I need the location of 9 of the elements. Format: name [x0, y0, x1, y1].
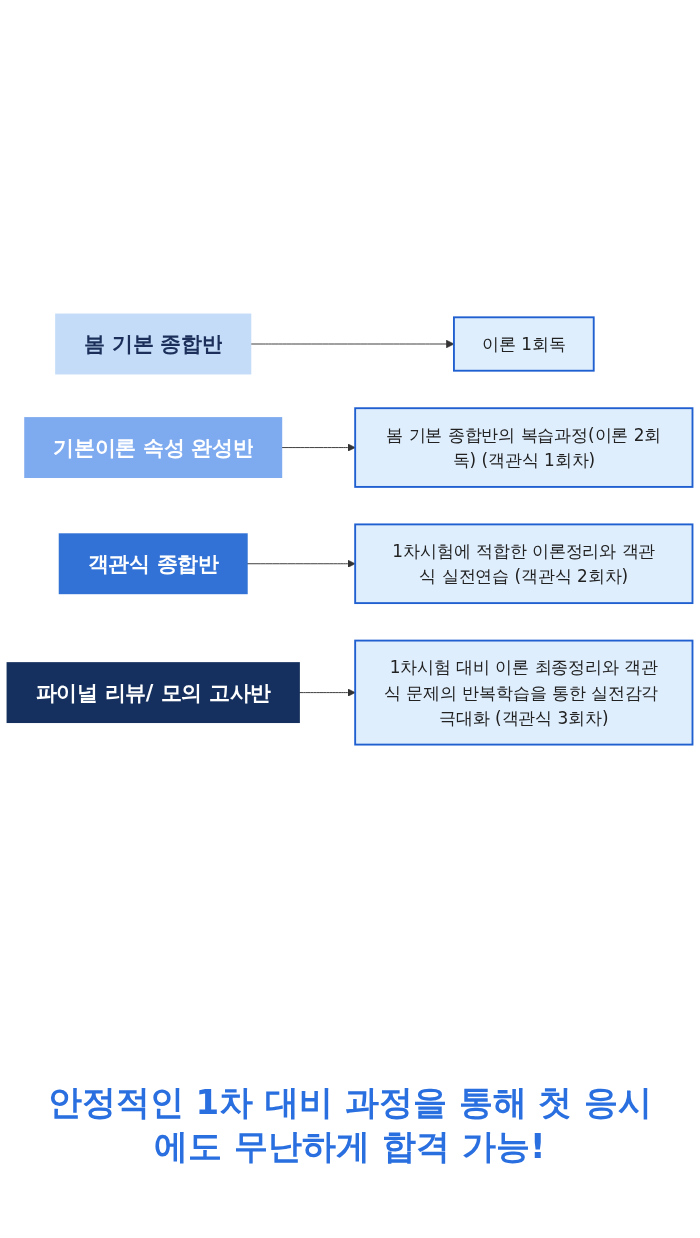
node-box: 기본이론 속성 완성반 [24, 417, 283, 479]
node-box: 1차시험 대비 이론 최종정리와 객관식 문제의 반복학습을 통한 실전감각 극대화 (객관식 3회차) [354, 640, 694, 746]
node-box: 파이널 리뷰/ 모의 고사반 [6, 662, 300, 724]
node-box: 객관식 종합반 [58, 533, 248, 595]
node-box: 봄 기본 종합반의 복습과정(이론 2회독) (객관식 1회차) [354, 407, 694, 489]
node-box: 1차시험에 적합한 이론정리와 객관식 실전연습 (객관식 2회차) [354, 523, 694, 605]
node-box: 봄 기본 종합반 [55, 314, 252, 375]
node-box: 이론 1회독 [453, 316, 595, 373]
caption: 안정적인 1차 대비 과정을 통해 첫 응시에도 무난하게 합격 가능! [46, 1081, 654, 1169]
